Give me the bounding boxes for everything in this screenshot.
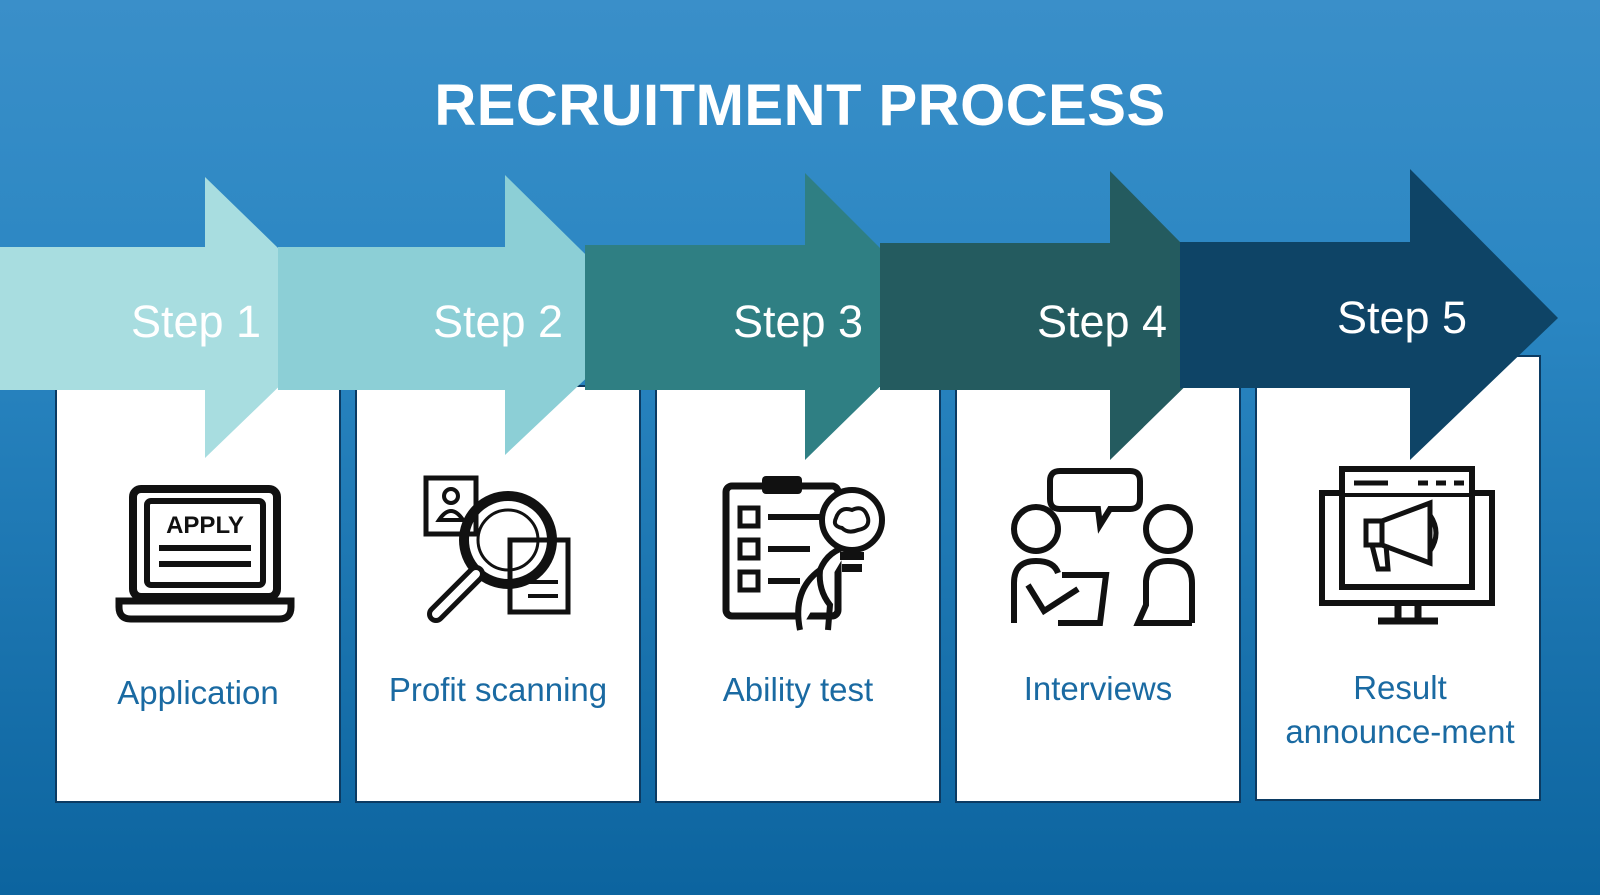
step-1-label: Step 1 bbox=[130, 296, 262, 347]
apply-laptop-icon: APPLY bbox=[115, 485, 295, 623]
clipboard-brain-icon bbox=[722, 476, 885, 631]
apply-icon-text: APPLY bbox=[166, 512, 244, 539]
step-5-label: Step 5 bbox=[1336, 292, 1468, 343]
step-3-card bbox=[655, 385, 941, 803]
step-3-arrow bbox=[585, 173, 950, 460]
step-2-arrow bbox=[278, 175, 650, 455]
step-4-arrow bbox=[880, 171, 1255, 460]
step-2-label: Step 2 bbox=[432, 296, 564, 347]
interview-icon bbox=[1011, 468, 1195, 626]
step-2-card-label: Profit scanning bbox=[388, 671, 608, 708]
step-4-card-label: Interviews bbox=[1023, 670, 1173, 707]
step-5-arrow bbox=[1180, 169, 1558, 460]
step-4-label: Step 4 bbox=[1036, 296, 1168, 347]
profile-magnifier-icon bbox=[423, 475, 571, 623]
step-3-label: Step 3 bbox=[732, 296, 864, 347]
step-1-arrow bbox=[0, 177, 350, 458]
step-3-card-label: Ability test bbox=[722, 671, 874, 708]
page-title: RECRUITMENT PROCESS bbox=[434, 73, 1166, 138]
megaphone-monitor-icon bbox=[1319, 466, 1495, 625]
step-2-card bbox=[355, 385, 641, 803]
step-1-card-label: Application bbox=[117, 674, 279, 711]
